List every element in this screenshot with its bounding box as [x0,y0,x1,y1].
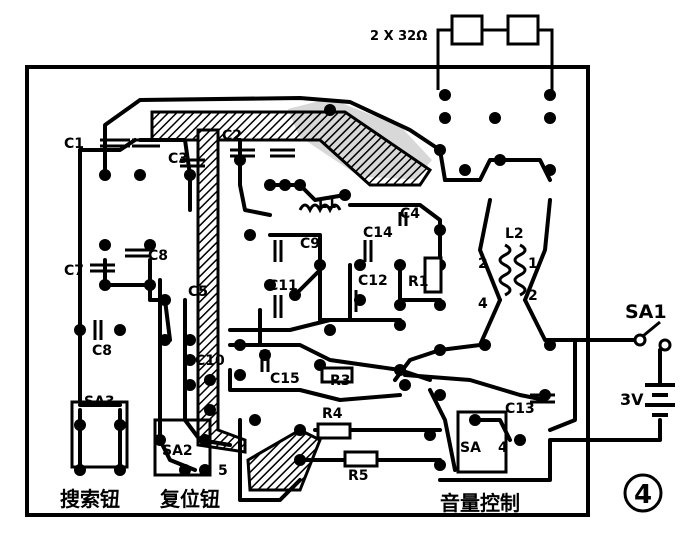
svg-text:L2: L2 [505,226,524,242]
figure-number: 4 [634,480,652,510]
svg-text:5: 5 [218,463,228,479]
coil-l1 [298,203,342,214]
svg-text:C2: C2 [222,128,242,144]
svg-text:C11: C11 [268,278,298,294]
traces [78,96,662,502]
switch-sa2-label: SA2 [162,443,193,459]
label-volume-control: 音量控制 [440,491,520,515]
battery [645,350,675,417]
svg-text:R3: R3 [330,373,351,389]
capacitor-symbols [90,138,555,404]
svg-text:C15: C15 [270,371,300,387]
board-outline [25,65,590,517]
svg-text:C14: C14 [363,225,393,241]
svg-text:C9: C9 [300,236,320,252]
switch-bodies [70,400,508,477]
coil-l2 [498,243,527,297]
battery-label: 3V [620,390,644,409]
svg-text:C8: C8 [92,343,112,359]
svg-text:2: 2 [478,256,488,272]
svg-text:SA: SA [460,440,481,456]
svg-text:L1: L1 [318,196,337,212]
svg-text:2: 2 [528,288,538,304]
component-labels: C1 C3 C2 C7 C8 C8 C9 C14 C12 C11 C15 R3 … [64,128,538,484]
svg-text:C1: C1 [64,136,84,152]
svg-text:R4: R4 [322,406,343,422]
svg-text:C3: C3 [168,151,188,167]
svg-text:C13: C13 [505,401,535,417]
svg-text:C4: C4 [400,206,420,222]
label-search-button: 搜索钮 [60,487,120,511]
svg-text:4: 4 [478,296,488,312]
svg-text:C8: C8 [148,248,168,264]
label-reset-button: 复位钮 [159,487,220,511]
svg-text:C5: C5 [188,284,208,300]
power-switch [633,320,672,352]
resistor-symbols [316,256,443,468]
speaker-label: 2 X 32Ω [370,29,427,44]
svg-text:C10: C10 [195,353,225,369]
speakers [436,14,554,90]
figure-number-circle [623,473,663,513]
svg-text:C7: C7 [64,263,84,279]
svg-text:4: 4 [498,440,508,456]
svg-text:R1: R1 [408,274,429,290]
ground-planes [150,98,433,492]
svg-text:C12: C12 [358,273,388,289]
switch-sa1-label: SA1 [625,301,667,323]
switch-sa3-label: SA3 [84,394,115,410]
svg-text:R5: R5 [348,468,369,484]
svg-text:1: 1 [528,256,538,272]
